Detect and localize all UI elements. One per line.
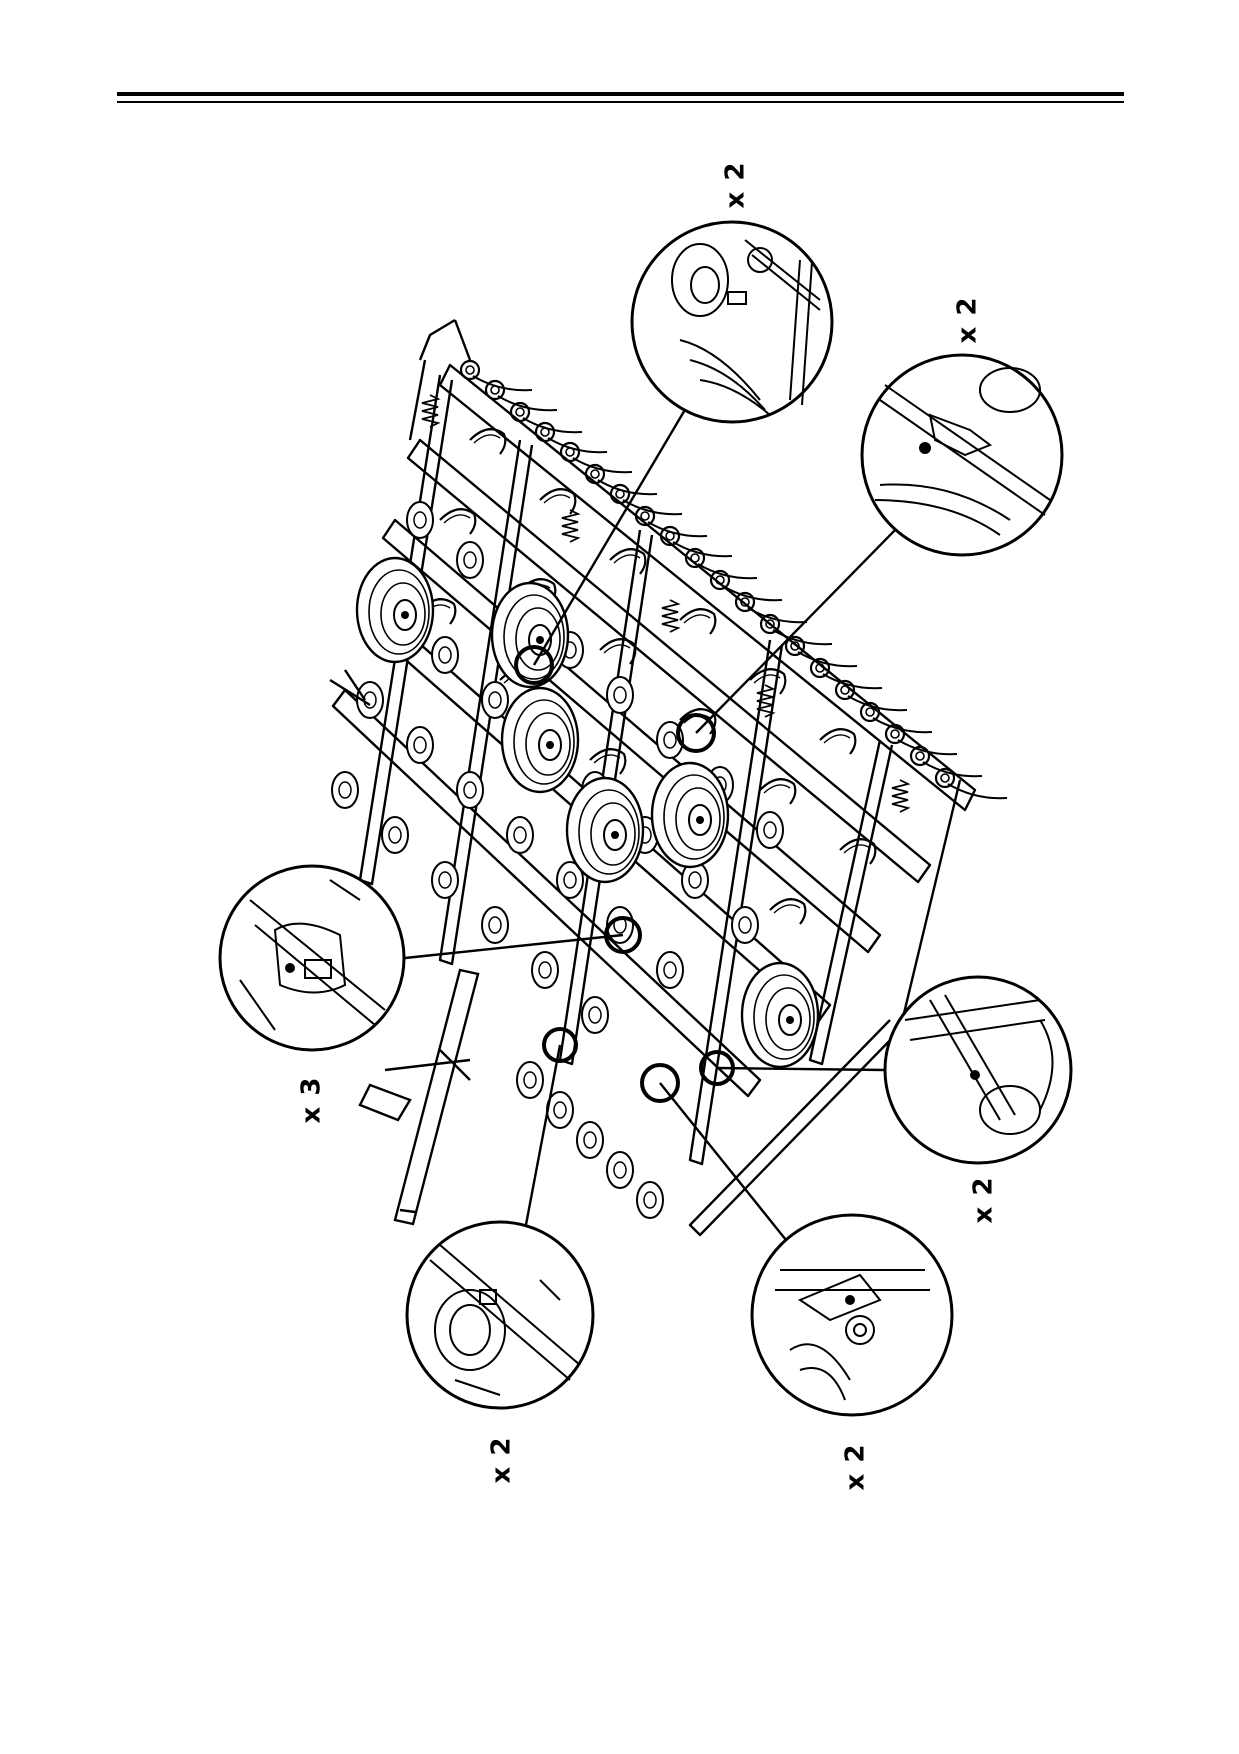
callout-lower-right-detail [883,975,1073,1165]
callout-upper-right-detail [860,353,1064,557]
header-rule-thin [117,101,1124,103]
callout-left-detail [218,864,406,1052]
quantity-label-left: x 3 [296,1076,327,1124]
callout-bottom-right-detail [750,1213,954,1417]
quantity-label-bottom-right: x 2 [840,1443,871,1491]
leader-lines [404,407,901,1241]
quantity-label-upper-right: x 2 [952,296,983,344]
quantity-label-top: x 2 [720,161,751,209]
callout-top-detail [630,220,834,424]
header-rule-thick [117,92,1124,96]
callout-bottom-left-detail [405,1220,595,1410]
drawbar-hitch [329,669,480,1226]
quantity-label-lower-right: x 2 [968,1176,999,1224]
quantity-label-bottom-left: x 2 [486,1436,517,1484]
